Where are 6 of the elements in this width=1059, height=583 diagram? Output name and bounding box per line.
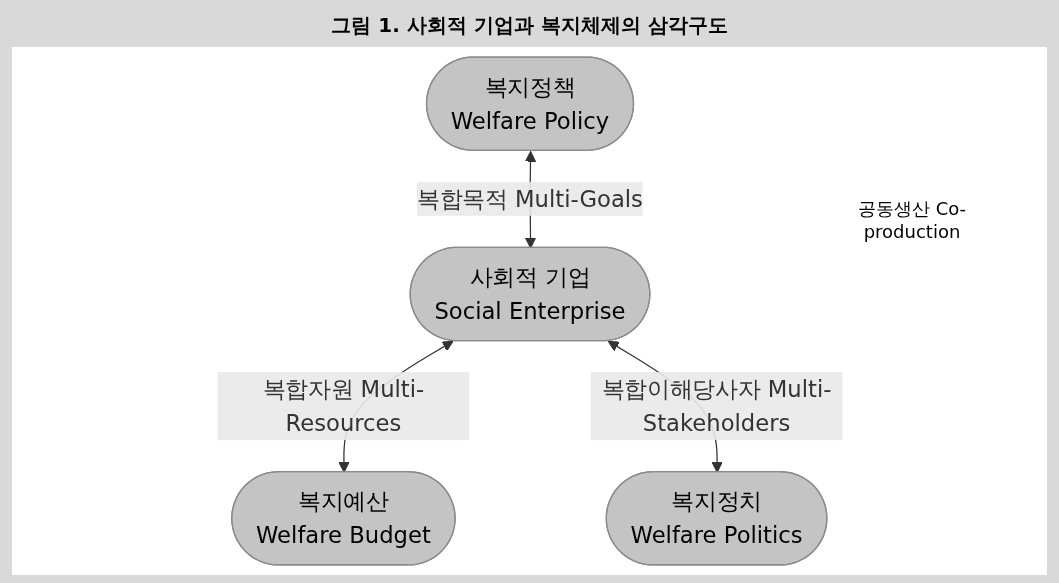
edge-label: 복합자원 Multi-Resources [262, 375, 424, 437]
edge-label: 복합이해당사자 Multi-Stakeholders [601, 375, 831, 437]
figure-title: 그림 1. 사회적 기업과 복지체제의 삼각구도 [330, 12, 729, 39]
figure-panel: 복합목적 Multi-Goals 복합자원 Multi-Resources 복합이해당사자 Multi-Stakeholders 복지정책 Welfare Policy 사회적 기업 Social Enterprise 복지예산 Welfare Budget 복지정치 Welfare Politics 공동생산 Co-production [12, 47, 1047, 575]
edge-label: 복합목적 Multi-Goals [416, 185, 643, 213]
edge-note: 공동생산 Co-production [856, 197, 968, 242]
